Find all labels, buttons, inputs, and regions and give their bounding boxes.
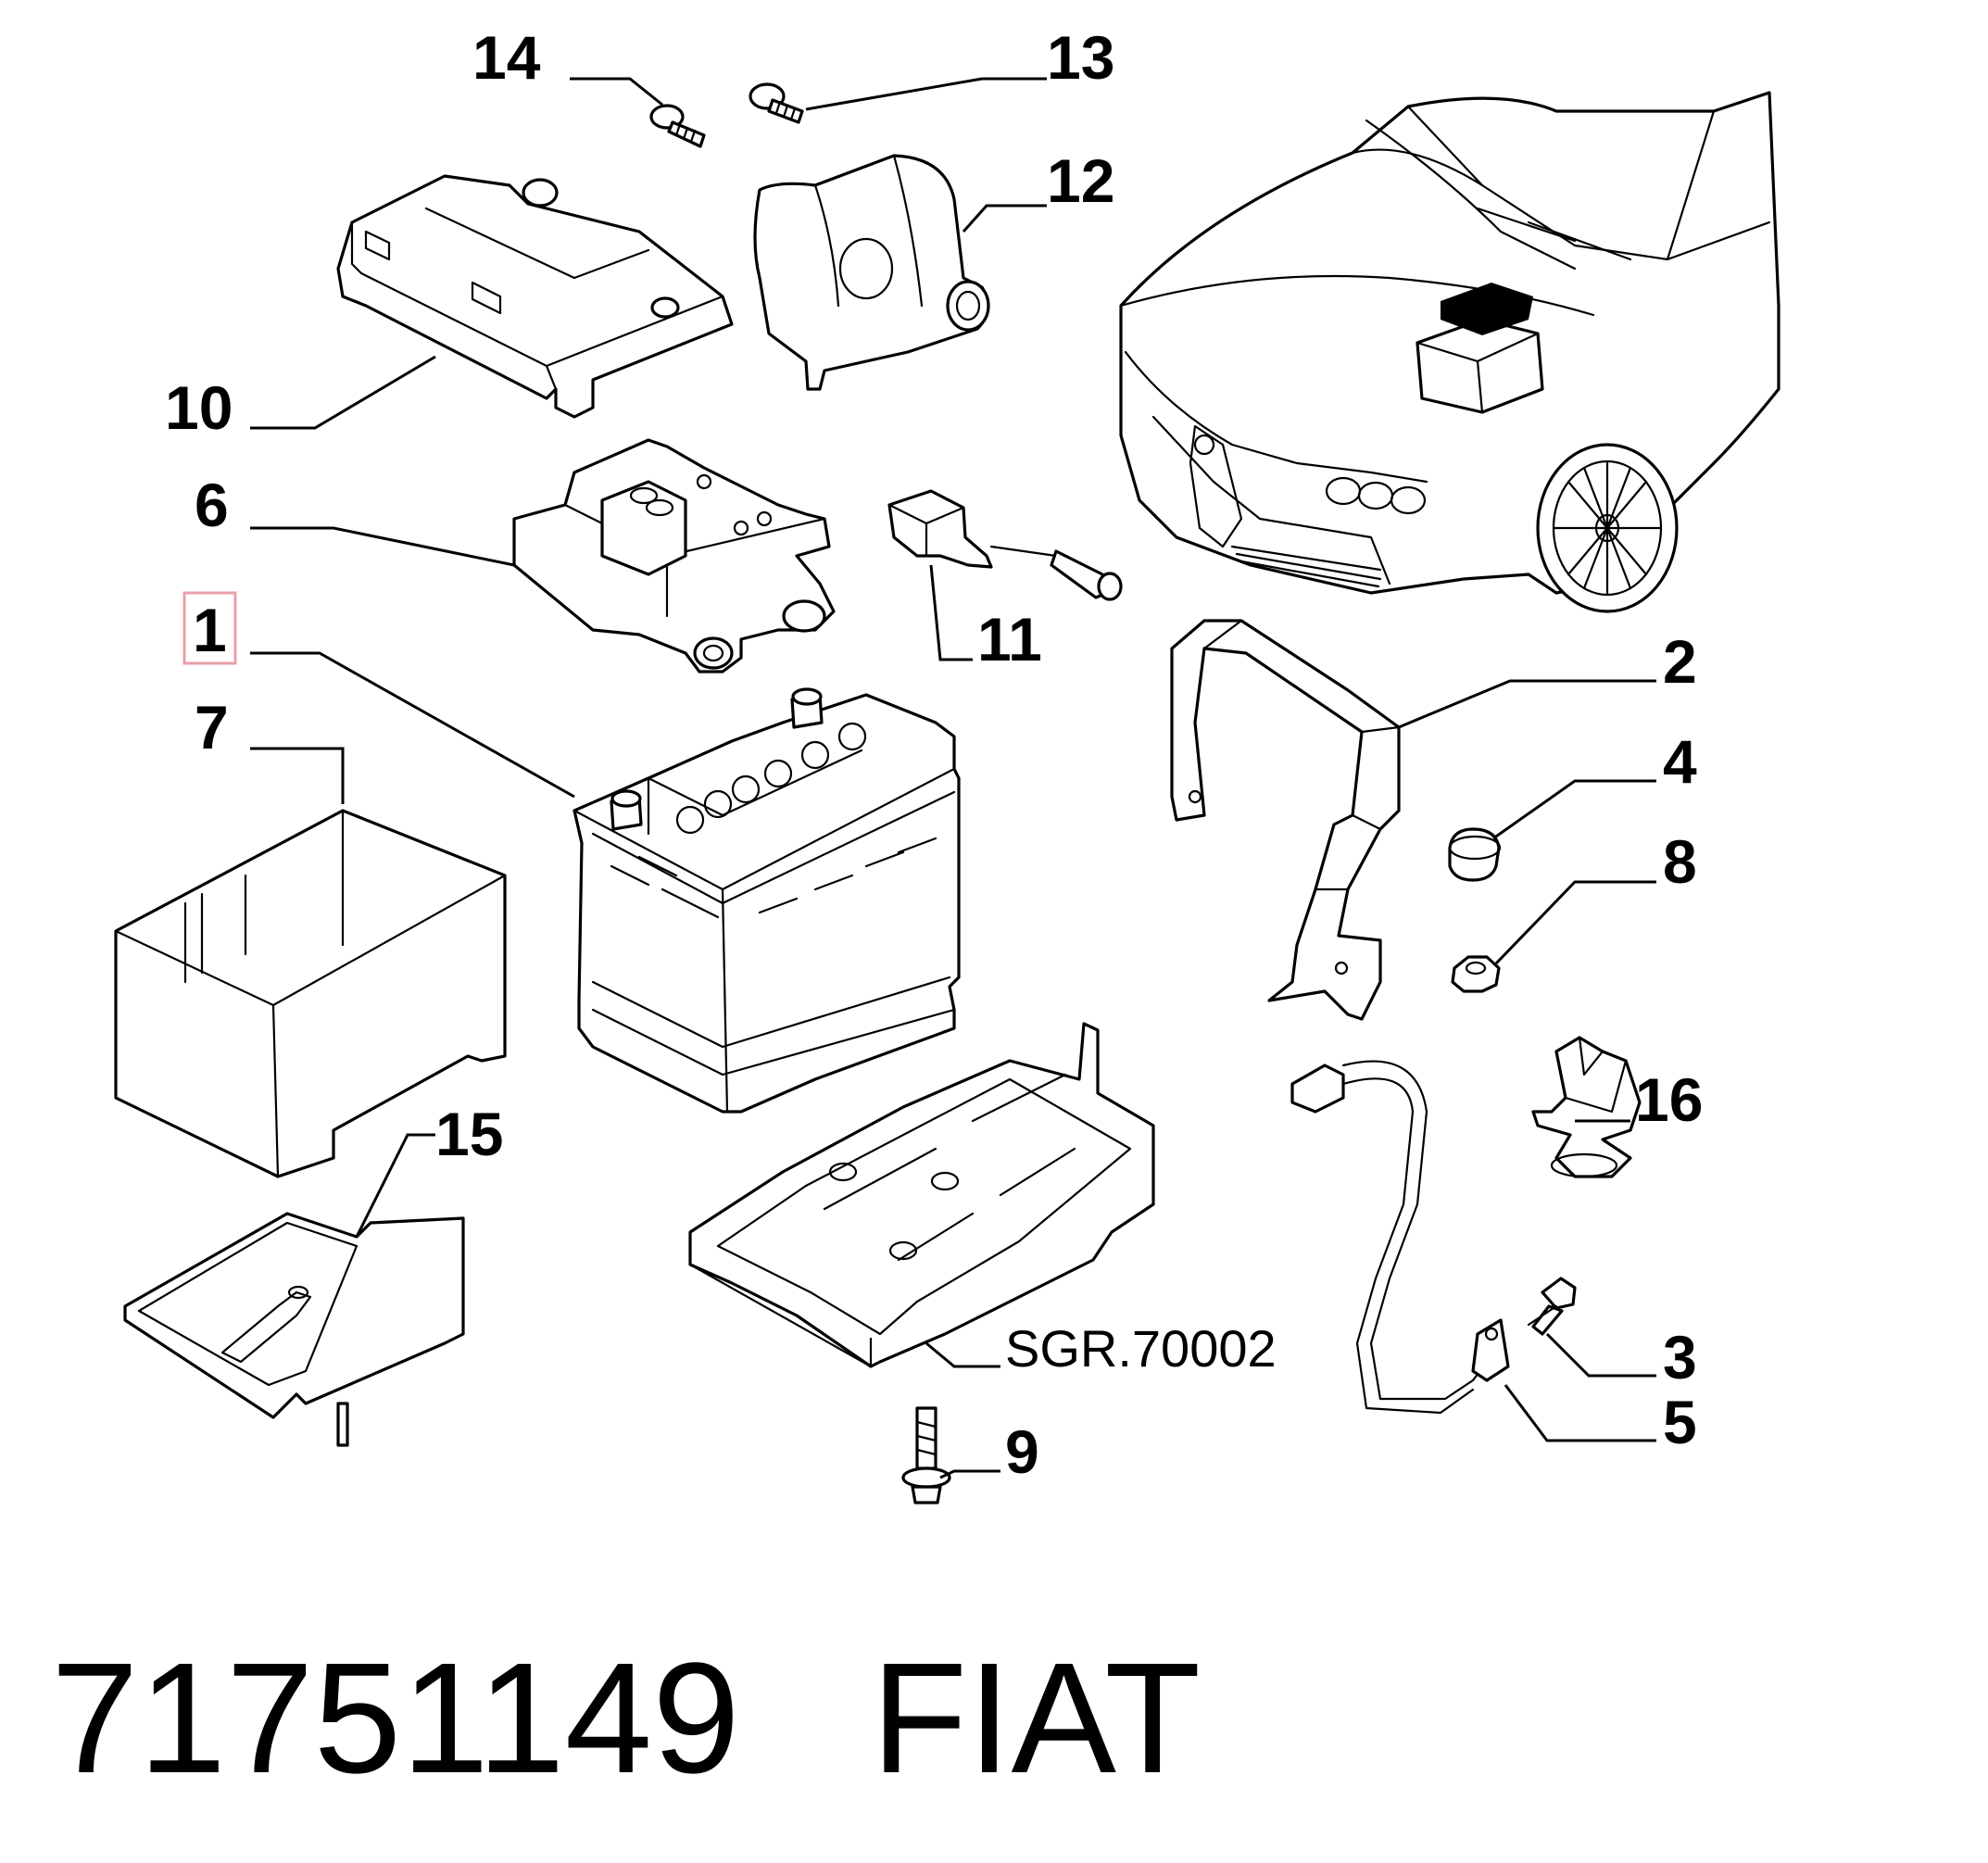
part-6-terminal-block — [512, 438, 836, 673]
leader-lines — [250, 77, 1656, 1479]
callout-7: 7 — [195, 693, 229, 762]
part-sgr-70002-support-tray — [688, 1022, 1155, 1368]
callout-5: 5 — [1663, 1388, 1697, 1456]
callout-10: 10 — [165, 373, 233, 442]
part-8-nut — [1451, 955, 1501, 993]
callout-9: 9 — [1005, 1417, 1039, 1486]
callout-3: 3 — [1663, 1323, 1697, 1391]
part-7-heat-shield — [114, 809, 507, 1178]
part-10-battery-cover — [336, 174, 734, 419]
footer-caption: 71751149 FIAT — [51, 1640, 1201, 1797]
part-number: 71751149 — [51, 1630, 740, 1806]
callout-14: 14 — [472, 23, 541, 92]
callout-16: 16 — [1635, 1065, 1703, 1134]
reference-code-sgr: SGR.70002 — [1005, 1319, 1277, 1378]
caption-spacer — [740, 1630, 872, 1806]
callout-15: 15 — [435, 1100, 503, 1168]
callout-8: 8 — [1663, 827, 1697, 896]
part-3-bolt — [1527, 1277, 1577, 1336]
callout-1: 1 — [193, 596, 227, 664]
part-1-battery — [572, 687, 961, 1114]
brand-name: FIAT — [871, 1630, 1202, 1806]
part-4-cap — [1448, 827, 1502, 882]
callout-12: 12 — [1047, 146, 1114, 215]
callout-6: 6 — [195, 471, 229, 539]
part-5-ground-cable — [1290, 1060, 1510, 1415]
highlight-box-callout-1 — [182, 591, 237, 665]
callout-4: 4 — [1663, 727, 1697, 796]
part-15-tray — [123, 1212, 465, 1447]
part-12-terminal-cover — [753, 154, 990, 391]
callout-11: 11 — [977, 605, 1042, 673]
part-2-clamp-bracket — [1170, 619, 1401, 1021]
car-illustration — [1119, 91, 1780, 613]
part-9-bolt — [901, 1406, 951, 1504]
part-14-screw — [649, 104, 706, 148]
part-13-screw — [749, 82, 804, 124]
part-16-clip — [1531, 1036, 1642, 1178]
part-11-sensor — [887, 489, 1123, 601]
callout-2: 2 — [1663, 627, 1697, 696]
callout-13: 13 — [1047, 23, 1114, 92]
